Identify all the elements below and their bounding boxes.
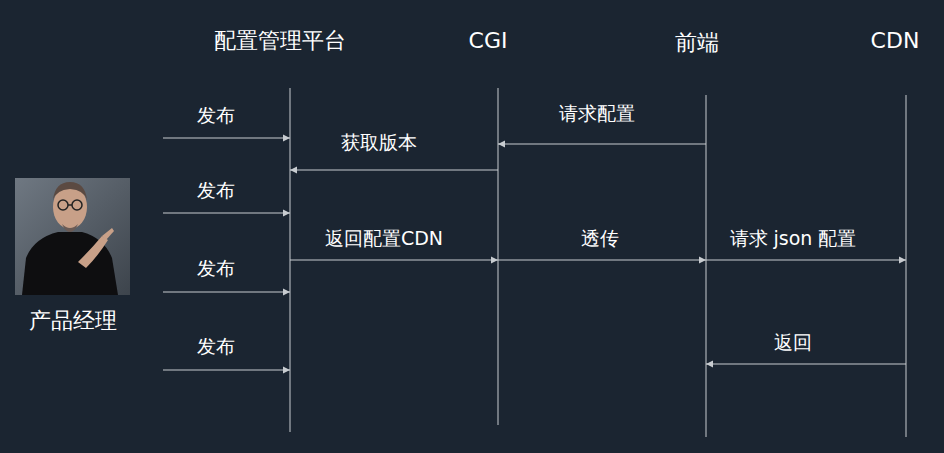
glasses	[72, 200, 82, 210]
message-line	[706, 364, 906, 365]
message-label: 请求 json 配置	[727, 227, 860, 250]
message-line	[290, 170, 498, 171]
participant-name: 产品经理	[18, 308, 127, 334]
message-arrow	[163, 210, 290, 217]
participant-name: 配置管理平台	[214, 28, 346, 54]
message-label: 返回	[771, 331, 815, 354]
message-arrow	[163, 135, 290, 142]
participant-name: 前端	[675, 30, 719, 56]
arrow-head	[699, 257, 706, 264]
message-arrow	[498, 257, 706, 264]
message-label: 请求配置	[556, 102, 638, 125]
message-label: 发布	[194, 335, 238, 358]
message-line	[163, 370, 290, 371]
photo-frame	[15, 178, 130, 295]
participant-header: 配置管理平台	[208, 26, 352, 56]
message-line	[163, 292, 290, 293]
arrow-head	[283, 135, 290, 142]
lifeline	[906, 95, 907, 437]
beard	[62, 224, 78, 232]
participant-header: CDN	[865, 26, 926, 56]
arrow-head	[283, 367, 290, 374]
message-label: 获取版本	[338, 131, 420, 154]
message-line	[498, 260, 706, 261]
hair	[53, 182, 87, 200]
message-arrow	[290, 167, 498, 174]
actor-label: 产品经理	[12, 306, 133, 336]
message-label: 发布	[194, 104, 238, 127]
arrow-head	[899, 257, 906, 264]
message-line	[163, 138, 290, 139]
glasses	[68, 204, 72, 206]
message-arrow	[163, 289, 290, 296]
message-line	[498, 144, 706, 145]
pointing-finger	[102, 228, 114, 240]
message-arrow	[163, 367, 290, 374]
message-arrow	[706, 361, 906, 368]
participant-name: CGI	[469, 28, 508, 54]
message-arrow	[498, 141, 706, 148]
participant-name: CDN	[871, 28, 920, 54]
black-shirt	[22, 232, 118, 295]
message-line	[163, 213, 290, 214]
message-arrow	[706, 257, 906, 264]
message-line	[706, 260, 906, 261]
glasses	[58, 200, 68, 210]
arrow-head	[290, 167, 297, 174]
arrow-head	[706, 361, 713, 368]
message-arrow	[290, 257, 498, 264]
arrow-head	[283, 289, 290, 296]
message-label: 发布	[194, 257, 238, 280]
message-label: 返回配置CDN	[322, 227, 446, 250]
message-label: 发布	[194, 179, 238, 202]
pointing-hand	[78, 236, 108, 268]
arrow-head	[491, 257, 498, 264]
lifeline	[498, 88, 499, 425]
lifeline	[706, 95, 707, 437]
participant-header: 前端	[669, 28, 725, 58]
participant-header: CGI	[463, 26, 514, 56]
arrow-head	[498, 141, 505, 148]
arrow-head	[283, 210, 290, 217]
message-line	[290, 260, 498, 261]
message-label: 透传	[578, 227, 622, 250]
